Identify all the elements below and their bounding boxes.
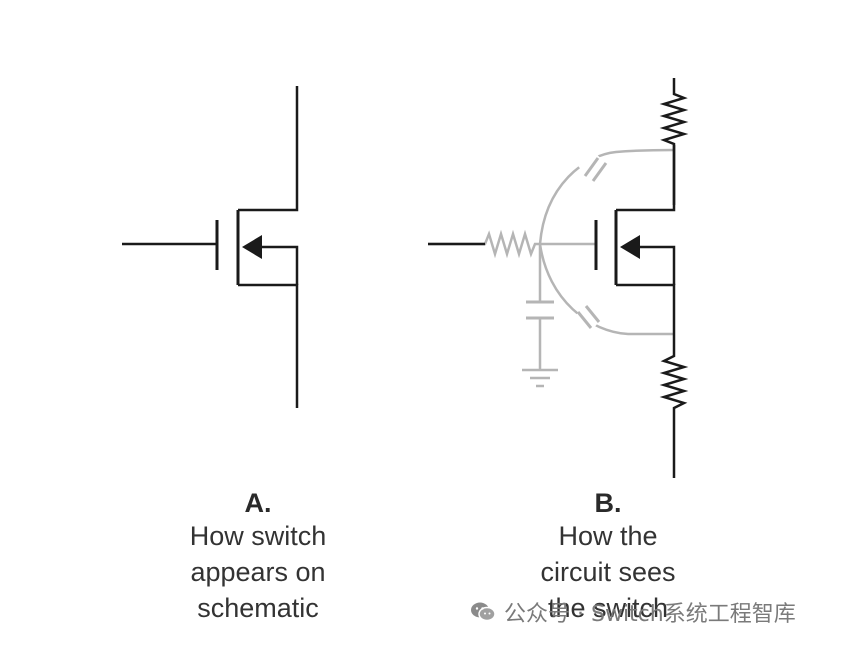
parasitic-network <box>428 148 675 388</box>
caption-a-line-1: How switch <box>189 521 327 551</box>
caption-a-label: A. <box>244 488 272 518</box>
caption-b-line-3: the switch <box>547 593 669 623</box>
watermark: 公众号 · Switch系统工程智库 <box>470 596 796 628</box>
cgd-arc <box>538 148 675 245</box>
cgs-arc <box>538 243 674 336</box>
caption-a-line-2: appears on <box>190 557 326 587</box>
drain-lead-a <box>238 86 299 212</box>
source-resistor <box>659 350 689 478</box>
caption-b-line-2: circuit sees <box>540 557 676 587</box>
body-connection-b <box>640 245 676 285</box>
watermark-text: 公众号 · Switch系统工程智库 <box>504 602 796 627</box>
source-lead-b <box>616 283 676 350</box>
body-connection-a <box>262 245 299 285</box>
drain-resistor <box>659 78 689 205</box>
caption-a-line-3: schematic <box>197 593 319 623</box>
caption-b-label: B. <box>594 488 622 518</box>
body-arrow-b <box>620 235 640 259</box>
drain-lead-b <box>616 145 676 212</box>
mosfet-symbol-a <box>122 86 299 408</box>
gate-resistor <box>428 229 596 259</box>
caption-b: B. How the circuit sees the switch <box>508 488 708 626</box>
source-lead-a <box>238 283 299 408</box>
caption-a: A. How switch appears on schematic <box>158 488 358 626</box>
cgs-capacitor <box>570 301 604 337</box>
capacitor-plates <box>526 300 554 320</box>
caption-b-line-1: How the <box>558 521 658 551</box>
mosfet-symbol-b <box>428 78 689 478</box>
wechat-icon <box>471 602 496 622</box>
body-arrow-a <box>242 235 262 259</box>
cgd-capacitor <box>578 151 612 187</box>
